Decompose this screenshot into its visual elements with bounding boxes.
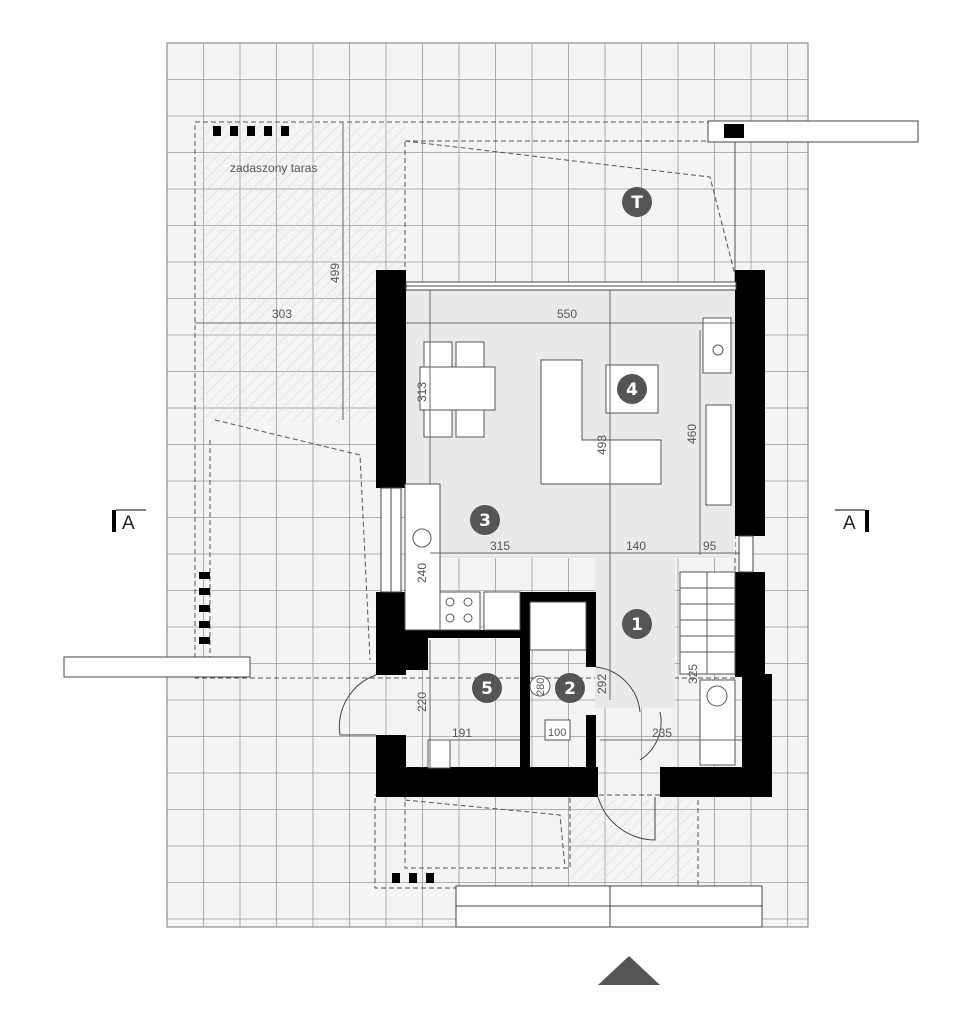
dim-terrace-width: 303 xyxy=(272,307,292,321)
dim-bath-depth: 220 xyxy=(415,692,429,712)
dim-living-depth: 493 xyxy=(595,435,609,455)
chimney-marker xyxy=(724,124,744,138)
room-number: 5 xyxy=(481,679,493,699)
post-markers xyxy=(199,126,434,883)
entrance-arrow-icon xyxy=(598,956,660,985)
dim-kitchen-counter: 240 xyxy=(415,563,429,583)
dim-terrace-depth: 499 xyxy=(328,263,342,283)
room-marker-2: 2 xyxy=(555,673,585,703)
room-number: 3 xyxy=(479,511,491,531)
section-label-left: A xyxy=(122,513,135,534)
staircase xyxy=(679,571,736,766)
dim-stair-length: 325 xyxy=(686,664,700,684)
room-number: 4 xyxy=(626,380,638,400)
windows xyxy=(380,281,754,593)
room-marker-terrace: T xyxy=(622,187,652,217)
room-marker-4: 4 xyxy=(617,374,647,404)
terrace-hatch-area xyxy=(200,123,405,423)
section-marker-right: A xyxy=(835,509,869,534)
dim-living-width: 550 xyxy=(557,307,577,321)
room-marker-1: 1 xyxy=(622,609,652,639)
dimension-lines xyxy=(195,123,742,768)
dim-entry-width: 235 xyxy=(652,726,672,740)
outer-pads xyxy=(63,120,919,928)
walls xyxy=(376,270,772,797)
dim-bath-width: 191 xyxy=(452,726,472,740)
dim-shower-size: 100 xyxy=(548,727,566,739)
dim-stair-offset: 95 xyxy=(703,539,717,553)
room-number: 2 xyxy=(564,679,576,699)
dim-kitchen-wall: 460 xyxy=(685,424,699,444)
doors xyxy=(338,666,662,841)
room-number: T xyxy=(631,193,643,213)
dim-hall-width: 140 xyxy=(626,539,646,553)
room-number: 1 xyxy=(631,615,643,635)
dim-boiler-diameter: 280 xyxy=(535,678,547,696)
room-marker-5: 5 xyxy=(472,673,502,703)
section-marker-left: A xyxy=(112,509,146,534)
dim-kitchen-length: 315 xyxy=(490,539,510,553)
terrace-label: zadaszony taras xyxy=(230,161,317,175)
room-marker-3: 3 xyxy=(470,505,500,535)
dim-boiler-room: 292 xyxy=(595,674,609,694)
entrance-hatch-area xyxy=(570,800,695,880)
dim-dining-depth: 313 xyxy=(415,382,429,402)
furniture xyxy=(404,317,732,769)
section-label-right: A xyxy=(843,513,856,534)
